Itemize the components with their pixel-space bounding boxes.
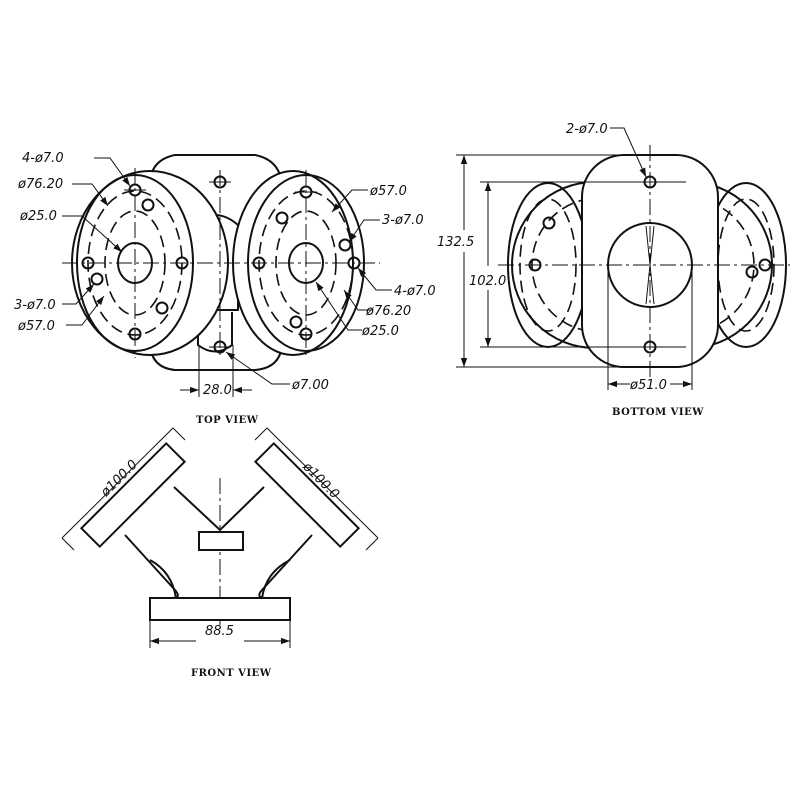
- front-center-boss: [198, 531, 244, 551]
- leader-left-center-hole: [62, 215, 123, 253]
- bottom-hole-left-upper: [542, 216, 556, 230]
- left-hole-pitch-3: [155, 301, 169, 315]
- front-view-title: FRONT VIEW: [191, 668, 272, 679]
- leader-left-holes-bottom: [62, 283, 95, 305]
- label-base-spacing: 28.0: [203, 383, 232, 398]
- left-hole-pitch-2: [90, 272, 104, 286]
- dim-right-flange-tick-b: [365, 537, 379, 551]
- right-hole-pitch-1: [275, 211, 289, 225]
- dim-left-flange-line: [61, 427, 174, 539]
- label-left-bolt-circle: ø76.20: [17, 177, 63, 192]
- leader-left-holes-top: [94, 157, 131, 187]
- front-neck: [149, 559, 291, 599]
- leader-base-hole: [225, 351, 290, 385]
- front-left-flange-body: [79, 441, 187, 549]
- label-right-pitch-circle: ø57.0: [369, 184, 407, 199]
- label-base-hole: ø7.00: [291, 378, 329, 393]
- front-right-flange-body: [253, 441, 361, 549]
- front-left-flange: [79, 441, 187, 549]
- top-base-pad: [197, 312, 233, 353]
- label-right-holes-bottom: 4-ø7.0: [394, 284, 436, 299]
- leader-right-bolt-circle: [343, 289, 372, 311]
- right-hole-pitch-2: [338, 238, 352, 252]
- leader-left-bolt-circle: [72, 183, 109, 207]
- label-left-holes-bottom: 3-ø7.0: [14, 298, 56, 313]
- front-right-flange: [253, 441, 361, 549]
- right-hole-pitch-3: [289, 315, 303, 329]
- label-right-bolt-circle: ø76.20: [365, 304, 411, 319]
- leader-right-pitch-circle: [331, 189, 368, 213]
- label-hole-spacing: 102.0: [469, 274, 506, 289]
- front-view: ø100.0 ø100.0 88.5 FRONT VIEW: [61, 427, 379, 679]
- label-right-holes-top: 3-ø7.0: [382, 213, 424, 228]
- dim-left-flange-tick-b: [172, 427, 186, 441]
- label-plate-holes: 2-ø7.0: [566, 122, 608, 137]
- label-left-holes-top: 4-ø7.0: [22, 151, 64, 166]
- bottom-hole-right-lower: [745, 265, 759, 279]
- label-base-width: 88.5: [205, 624, 234, 639]
- label-right-center-hole: ø25.0: [361, 324, 399, 339]
- dim-right-flange-line: [266, 427, 379, 539]
- label-overall-height: 132.5: [437, 235, 474, 250]
- leader-left-pitch-circle: [66, 295, 105, 326]
- leader-right-holes-bottom: [357, 267, 392, 291]
- leader-right-center-hole: [315, 281, 362, 331]
- top-view: 28.0 4-ø7.0 ø76.20 ø25.0 3-ø7.0 ø57.0 ø5…: [14, 151, 436, 426]
- left-hole-pitch-1: [141, 198, 155, 212]
- front-base: [149, 597, 291, 621]
- bottom-view: 132.5 102.0 ø51.0 2-ø7.0 BOTTOM VIEW: [437, 122, 790, 418]
- leader-plate-holes: [610, 127, 647, 178]
- dim-right-flange-tick-a: [254, 427, 268, 441]
- label-center-hole: ø51.0: [629, 378, 667, 393]
- bottom-view-title: BOTTOM VIEW: [612, 407, 704, 418]
- label-left-center-hole: ø25.0: [19, 209, 57, 224]
- leader-right-holes-top: [348, 219, 380, 243]
- top-view-title: TOP VIEW: [196, 415, 259, 426]
- dim-left-flange-tick-a: [61, 537, 75, 551]
- label-left-pitch-circle: ø57.0: [17, 319, 55, 334]
